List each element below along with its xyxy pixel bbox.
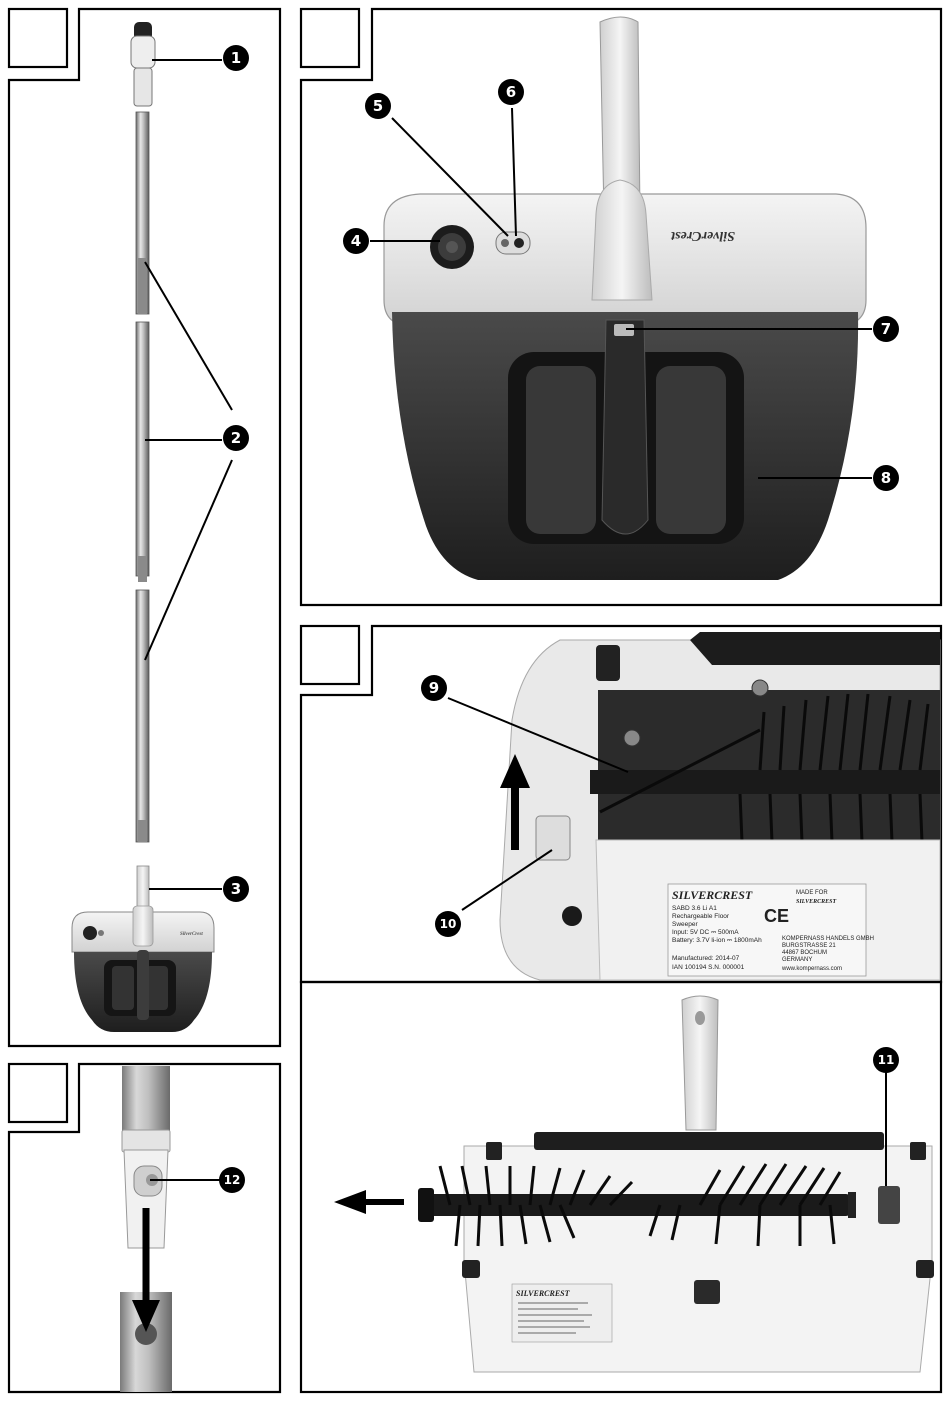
svg-text:1: 1: [231, 49, 241, 67]
svg-text:SilverCrest: SilverCrest: [670, 228, 735, 243]
bottom-rating-label: SILVERCREST: [511, 1283, 613, 1343]
svg-text:Rechargeable Floor: Rechargeable Floor: [672, 913, 730, 920]
panel-figure-3: SILVERCREST MADE FOR SILVERCREST SABD 3.…: [299, 624, 943, 984]
sweeper-front-view: SilverCrest: [383, 16, 867, 580]
svg-text:10: 10: [440, 917, 457, 931]
svg-text:SilverCrest: SilverCrest: [180, 932, 203, 937]
callout-6: 6: [498, 79, 524, 105]
svg-text:SABD 3.6 Li A1: SABD 3.6 Li A1: [672, 905, 717, 912]
callout-9: 9: [421, 675, 447, 701]
handle-grip: [130, 22, 156, 107]
panel-figure-5: 12: [7, 1062, 282, 1394]
callout-7: 7: [873, 316, 899, 342]
brush-removal-view: SILVERCREST: [334, 995, 934, 1373]
svg-text:MADE FOR: MADE FOR: [796, 890, 828, 896]
pole-coupling-view: [120, 1066, 172, 1392]
svg-text:www.kompernass.com: www.kompernass.com: [781, 966, 842, 972]
svg-text:Manufactured: 2014-07: Manufactured: 2014-07: [672, 955, 740, 962]
callout-4: 4: [343, 228, 369, 254]
panel-figure-4: SILVERCREST 11: [299, 980, 943, 1394]
callout-11: 11: [873, 1047, 899, 1073]
callout-2: 2: [223, 425, 249, 451]
svg-text:44867 BOCHUM: 44867 BOCHUM: [782, 950, 827, 956]
svg-text:GERMANY: GERMANY: [782, 957, 812, 963]
svg-text:Sweeper: Sweeper: [672, 921, 698, 928]
svg-text:SILVERCREST: SILVERCREST: [516, 1289, 571, 1298]
svg-text:IAN 100194 S.N. 000001: IAN 100194 S.N. 000001: [672, 964, 745, 971]
svg-text:9: 9: [429, 679, 439, 697]
svg-text:7: 7: [881, 320, 891, 338]
svg-text:SILVERCREST: SILVERCREST: [796, 899, 836, 905]
rating-label: SILVERCREST MADE FOR SILVERCREST SABD 3.…: [667, 883, 874, 977]
svg-text:KOMPERNASS HANDELS GMBH: KOMPERNASS HANDELS GMBH: [782, 936, 874, 942]
callout-1: 1: [223, 45, 249, 71]
svg-text:SILVERCREST: SILVERCREST: [672, 888, 753, 902]
panel-figure-2: SilverCrest 4 5 6 7: [299, 7, 943, 607]
callout-12: 12: [219, 1167, 245, 1193]
svg-text:8: 8: [881, 469, 891, 487]
svg-text:Input: 5V DC ⎓ 500mA: Input: 5V DC ⎓ 500mA: [672, 929, 739, 936]
svg-text:6: 6: [506, 83, 516, 101]
brush-compartment-view: SILVERCREST MADE FOR SILVERCREST SABD 3.…: [499, 632, 941, 981]
callout-5: 5: [365, 93, 391, 119]
pole-segments: [135, 111, 150, 911]
svg-text:2: 2: [231, 429, 241, 447]
svg-text:5: 5: [373, 97, 383, 115]
svg-text:12: 12: [224, 1173, 241, 1187]
svg-text:11: 11: [878, 1053, 895, 1067]
svg-text:Battery: 3.7V li-ion ⎓ 1800mAh: Battery: 3.7V li-ion ⎓ 1800mAh: [672, 937, 762, 944]
sweeper-base-small: SilverCrest: [71, 905, 215, 1032]
svg-text:3: 3: [231, 880, 241, 898]
svg-text:CE: CE: [764, 906, 789, 926]
svg-text:4: 4: [351, 232, 361, 250]
callout-10: 10: [435, 911, 461, 937]
callout-8: 8: [873, 465, 899, 491]
panel-figure-1: SilverCrest 1 2 3: [7, 7, 282, 1048]
svg-text:BURGSTRASSE 21: BURGSTRASSE 21: [782, 943, 836, 949]
callout-3: 3: [223, 876, 249, 902]
